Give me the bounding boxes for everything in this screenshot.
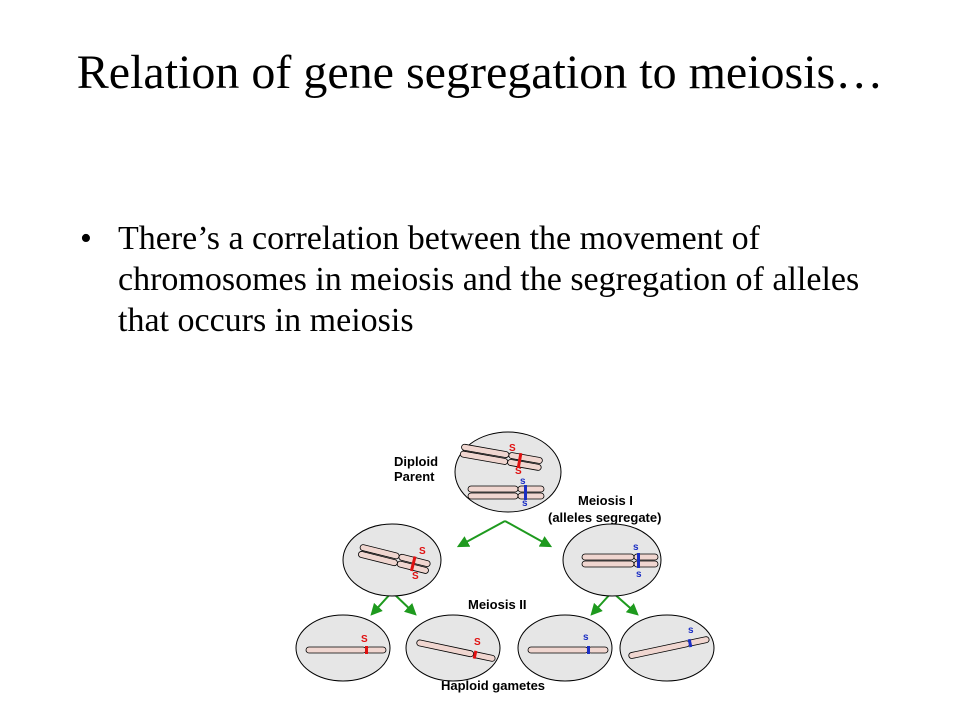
allele-label: S	[474, 637, 481, 648]
diploid-parent-cell: S S s s	[454, 431, 562, 513]
label-meiosis-2: Meiosis II	[468, 597, 527, 612]
label-haploid-gametes: Haploid gametes	[441, 678, 545, 693]
bullet-text: There’s a correlation between the moveme…	[118, 220, 860, 339]
bullet-dot: •	[80, 220, 92, 257]
slide-title: Relation of gene segregation to meiosis…	[76, 46, 884, 99]
label-alleles-segregate: (alleles segregate)	[548, 510, 661, 525]
allele-label: S	[509, 443, 516, 454]
allele-label: s	[636, 569, 642, 580]
allele-label: S	[419, 546, 426, 557]
bullet-item: • There’s a correlation between the move…	[80, 218, 880, 341]
label-meiosis-1: Meiosis I	[578, 493, 633, 508]
allele-label: s	[583, 632, 589, 643]
chromosome-pair-S	[459, 443, 543, 471]
daughter-cell-S: S S	[342, 523, 442, 597]
allele-label: S	[361, 634, 368, 645]
gamete-cell-4: s	[619, 614, 715, 682]
arrow-meiosis1-right	[504, 520, 553, 548]
bullet-list: • There’s a correlation between the move…	[80, 218, 880, 341]
allele-label: s	[520, 476, 526, 487]
cell-body	[454, 431, 562, 513]
gamete-cell-3: s	[517, 614, 613, 682]
gamete-cell-1: S	[295, 614, 391, 682]
arrow-meiosis1-left	[456, 520, 506, 548]
label-diploid: Diploid	[394, 454, 438, 469]
allele-label: S	[515, 466, 522, 477]
allele-label: s	[522, 498, 528, 509]
allele-label: S	[412, 571, 419, 582]
label-parent: Parent	[394, 469, 435, 484]
allele-label: s	[688, 625, 694, 636]
gamete-cell-2: S	[405, 614, 501, 682]
chromosome-pair-s	[467, 485, 545, 500]
allele-label: s	[633, 542, 639, 553]
daughter-cell-s: s s	[562, 523, 662, 597]
